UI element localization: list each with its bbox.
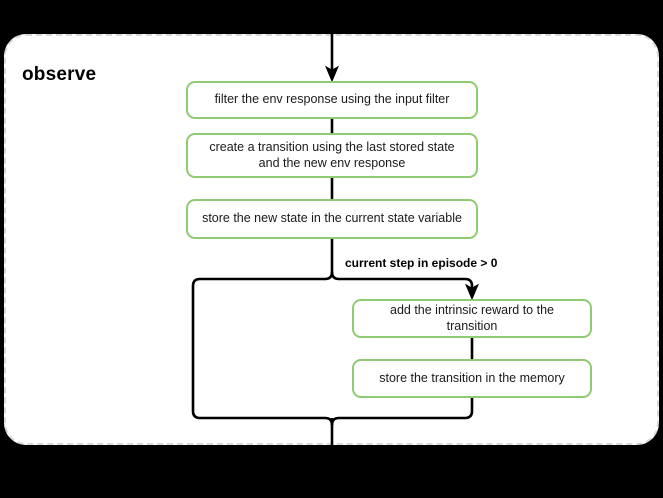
node-filter-env-response[interactable]: filter the env response using the input … (186, 81, 478, 119)
node-add-intrinsic-reward[interactable]: add the intrinsic reward to the transiti… (352, 299, 592, 338)
group-title-observe: observe (22, 64, 97, 85)
edge-label-current-step-condition: current step in episode > 0 (345, 256, 498, 270)
node-store-transition-memory[interactable]: store the transition in the memory (352, 359, 592, 398)
node-store-new-state[interactable]: store the new state in the current state… (186, 199, 478, 239)
node-create-transition[interactable]: create a transition using the last store… (186, 133, 478, 178)
